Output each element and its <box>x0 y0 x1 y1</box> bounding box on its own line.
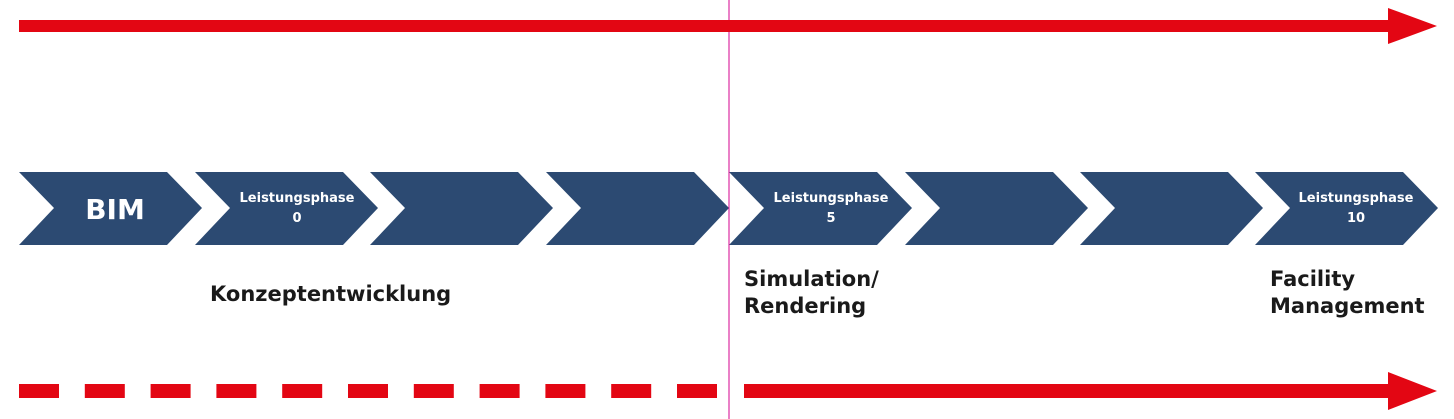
phase-10-label: Leistungsphase 10 <box>1286 189 1426 229</box>
caption-line: Facility <box>1270 267 1356 291</box>
chevron-4 <box>729 172 912 245</box>
caption-line: Management <box>1270 294 1425 318</box>
bottom-arrow <box>744 372 1437 410</box>
dash-segment <box>19 384 59 398</box>
phase-number: 0 <box>292 211 302 226</box>
phase-title: Leistungsphase <box>1298 191 1414 206</box>
dash-segment <box>479 384 520 398</box>
dash-segment <box>545 384 586 398</box>
chevron-3 <box>546 172 729 245</box>
phase-number: 5 <box>826 211 836 226</box>
dash-segment <box>348 384 388 398</box>
dash-segment <box>677 384 717 398</box>
dash-segment <box>413 384 454 398</box>
caption-line: Simulation/ <box>744 267 879 291</box>
chevron-2 <box>370 172 553 245</box>
chevron-5 <box>905 172 1088 245</box>
chevron-1 <box>195 172 378 245</box>
dash-segment <box>150 384 191 398</box>
dash-segment <box>282 384 323 398</box>
chevron-7 <box>1255 172 1438 245</box>
dash-segment <box>84 384 125 398</box>
chevron-6 <box>1080 172 1263 245</box>
caption-concept: Konzeptentwicklung <box>210 282 452 306</box>
chevron-0 <box>19 172 202 245</box>
caption-line: Rendering <box>744 294 867 318</box>
bim-label: BIM <box>85 193 145 226</box>
phase-title: Leistungsphase <box>773 191 889 206</box>
caption-simulation: Simulation/Rendering <box>744 266 879 320</box>
phase-0-label: Leistungsphase 0 <box>227 189 367 229</box>
phase-number: 10 <box>1346 211 1366 226</box>
phase-title: Leistungsphase <box>239 191 355 206</box>
dash-segment <box>216 384 257 398</box>
dash-segment <box>611 384 652 398</box>
top-arrow <box>19 8 1437 44</box>
phase-5-label: Leistungsphase 5 <box>761 189 901 229</box>
